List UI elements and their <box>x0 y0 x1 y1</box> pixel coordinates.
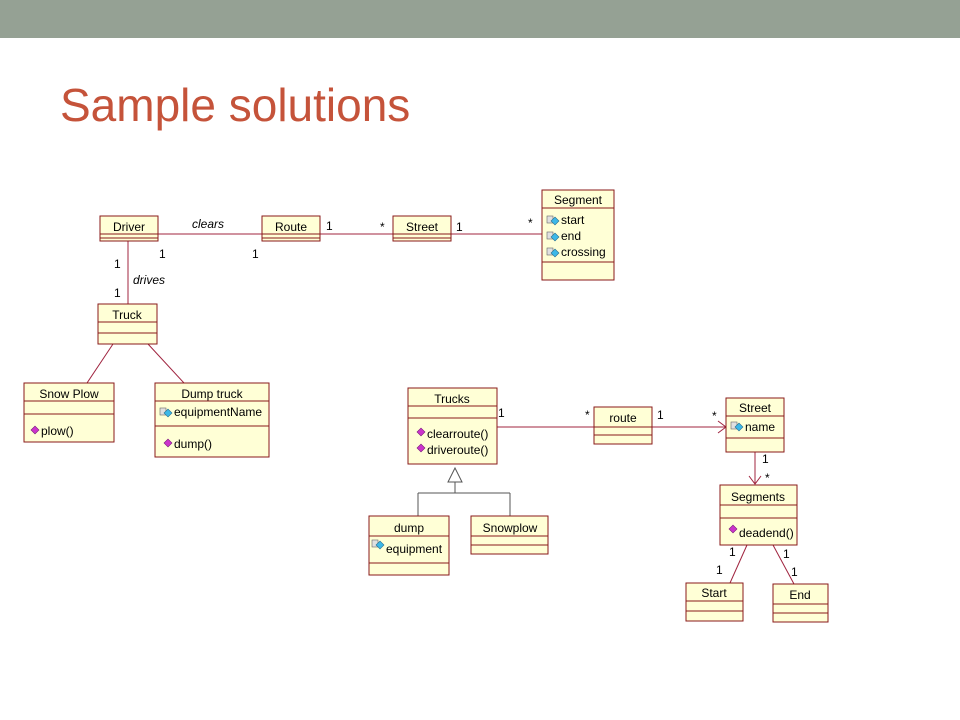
class-driver: Driver <box>99 215 159 242</box>
class-street: Street name <box>725 397 785 453</box>
attribute-equipment: equipment <box>386 542 443 556</box>
mult-trucks-route: 1 <box>498 406 505 420</box>
slide-title: Sample solutions <box>60 79 411 131</box>
diagram1: clears 1 1 1 * 1 * drives 1 1 Driver Rou… <box>23 189 615 458</box>
nav-arrow-segments <box>748 475 762 485</box>
class-segments: Segments deadend() <box>719 484 798 546</box>
class-name: route <box>609 411 637 425</box>
class-name: Route <box>275 220 307 234</box>
class-segment: Segment start end crossing <box>541 189 615 281</box>
mult-street-route: * <box>712 409 717 423</box>
attribute-start: start <box>561 213 585 227</box>
class-name: Trucks <box>434 392 470 406</box>
gen-dumptruck-truck <box>147 343 185 384</box>
assoc-segments-start <box>729 544 748 584</box>
mult-route-street: 1 <box>657 408 664 422</box>
class-name: Dump truck <box>181 387 243 401</box>
class-truck: Truck <box>97 303 158 345</box>
class-name: Street <box>739 401 772 415</box>
class-name: End <box>789 588 810 602</box>
mult-segments-end: 1 <box>783 547 790 561</box>
operation-dump: dump() <box>174 437 212 451</box>
operation-plow: plow() <box>41 424 74 438</box>
class-name: dump <box>394 521 424 535</box>
mult-route-clears: 1 <box>252 247 259 261</box>
mult-truck-drives: 1 <box>114 286 121 300</box>
class-name: Snow Plow <box>39 387 99 401</box>
attribute-name: name <box>745 420 775 434</box>
class-end: End <box>772 583 829 623</box>
class-name: Driver <box>113 220 145 234</box>
operation-driveroute: driveroute() <box>427 443 488 457</box>
class-snowplow: Snowplow <box>470 515 549 555</box>
class-name: Street <box>406 220 439 234</box>
class-route: route <box>593 406 653 445</box>
generalization-trucks <box>417 466 511 516</box>
attribute-end: end <box>561 229 581 243</box>
class-name: Truck <box>112 308 143 322</box>
mult-street-route: * <box>380 220 385 234</box>
assoc-segments-end <box>772 544 795 585</box>
assoc-label-clears: clears <box>192 217 224 231</box>
class-route: Route <box>261 215 321 242</box>
mult-segment-street: * <box>528 216 533 230</box>
class-dump: dump equipment <box>368 515 450 576</box>
class-street: Street <box>392 215 452 242</box>
mult-segments-start: 1 <box>729 545 736 559</box>
class-trucks: Trucks clearroute() driveroute() <box>407 387 498 465</box>
mult-route-street: 1 <box>326 219 333 233</box>
mult-segments-street: * <box>765 471 770 485</box>
top-bar <box>0 0 960 38</box>
class-snow-plow: Snow Plow plow() <box>23 382 115 443</box>
mult-driver-drives: 1 <box>114 257 121 271</box>
operation-deadend: deadend() <box>739 526 794 540</box>
diagram2: 1 * 1 * 1 * 1 1 1 1 Trucks clearroute() … <box>368 387 829 623</box>
attribute-crossing: crossing <box>561 245 606 259</box>
class-name: Segments <box>731 490 785 504</box>
mult-route-trucks: * <box>585 408 590 422</box>
attribute-equipmentName: equipmentName <box>174 405 262 419</box>
class-name: Snowplow <box>483 521 538 535</box>
mult-street-segments: 1 <box>762 452 769 466</box>
operation-clearroute: clearroute() <box>427 427 488 441</box>
class-name: Segment <box>554 193 603 207</box>
class-name: Start <box>701 586 727 600</box>
mult-start-segments: 1 <box>716 563 723 577</box>
class-dump-truck: Dump truck equipmentName dump() <box>154 382 270 458</box>
mult-driver-clears: 1 <box>159 247 166 261</box>
assoc-label-drives: drives <box>133 273 165 287</box>
mult-end-segments: 1 <box>791 565 798 579</box>
class-start: Start <box>685 582 744 622</box>
gen-snowplow-truck <box>86 343 114 384</box>
mult-street-segment: 1 <box>456 220 463 234</box>
